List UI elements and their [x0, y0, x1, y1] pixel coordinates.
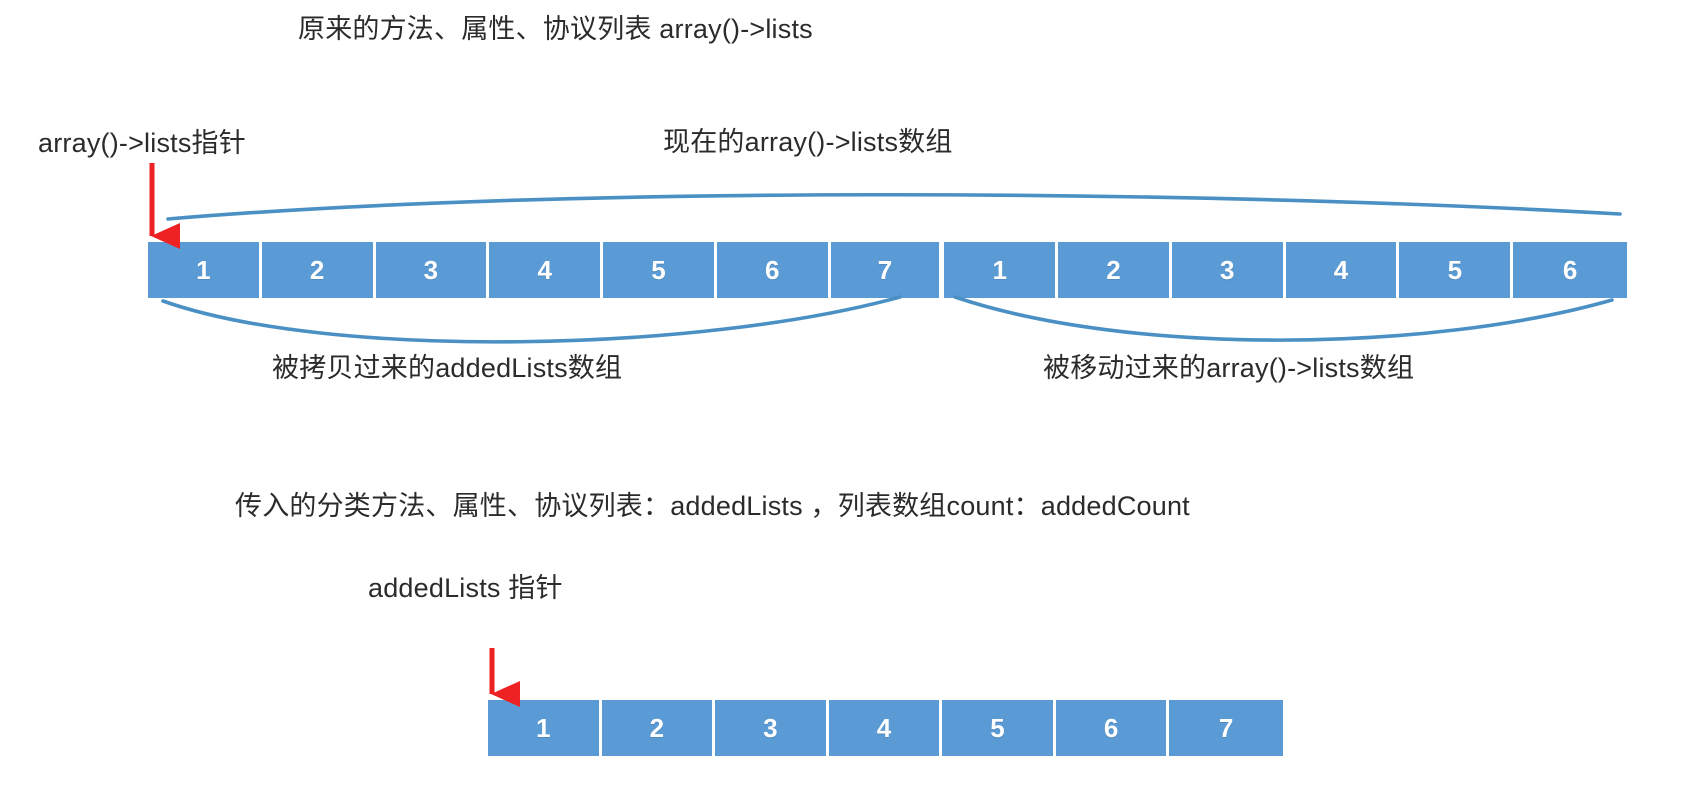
array-cell: 1 — [944, 242, 1059, 298]
array-cell: 7 — [830, 242, 945, 298]
array-cell: 6 — [1055, 700, 1170, 756]
label-current-array-lists: 现在的array()->lists数组 — [663, 127, 953, 157]
current-array-span-connector — [166, 192, 1622, 221]
added-lists-array-bar: 1 2 3 4 5 6 7 — [488, 700, 1283, 756]
array-cell: 5 — [942, 700, 1056, 756]
array-cell: 3 — [375, 242, 490, 298]
array-cell: 2 — [601, 700, 716, 756]
array-cell: 2 — [261, 242, 376, 298]
main-array-bar: 1 2 3 4 5 6 7 1 2 3 4 5 6 — [148, 242, 1627, 298]
label-input-parameters: 传入的分类方法、属性、协议列表：addedLists ，列表数组count：ad… — [235, 491, 1190, 521]
array-cell: 7 — [1169, 700, 1283, 756]
array-cell: 3 — [1171, 242, 1286, 298]
array-cell: 3 — [715, 700, 829, 756]
array-cell: 5 — [1399, 242, 1514, 298]
array-cell: 1 — [148, 242, 262, 298]
array-cell: 1 — [488, 700, 602, 756]
label-addedlists-pointer: addedLists 指针 — [368, 573, 563, 603]
label-copied-addedlists-segment: 被拷贝过来的addedLists数组 — [272, 353, 623, 383]
array-cell: 5 — [603, 242, 717, 298]
array-cell: 6 — [716, 242, 831, 298]
title-original-lists: 原来的方法、属性、协议列表 array()->lists — [298, 14, 813, 44]
moved-segment-connector — [953, 295, 1614, 342]
array-cell: 2 — [1058, 242, 1172, 298]
array-cell: 4 — [1285, 242, 1400, 298]
label-moved-array-lists-segment: 被移动过来的array()->lists数组 — [1043, 353, 1415, 383]
array-cell: 4 — [828, 700, 943, 756]
label-array-lists-pointer: array()->lists指针 — [38, 128, 246, 158]
array-cell: 4 — [489, 242, 604, 298]
array-cell: 6 — [1513, 242, 1627, 298]
copied-segment-connector — [161, 295, 902, 344]
